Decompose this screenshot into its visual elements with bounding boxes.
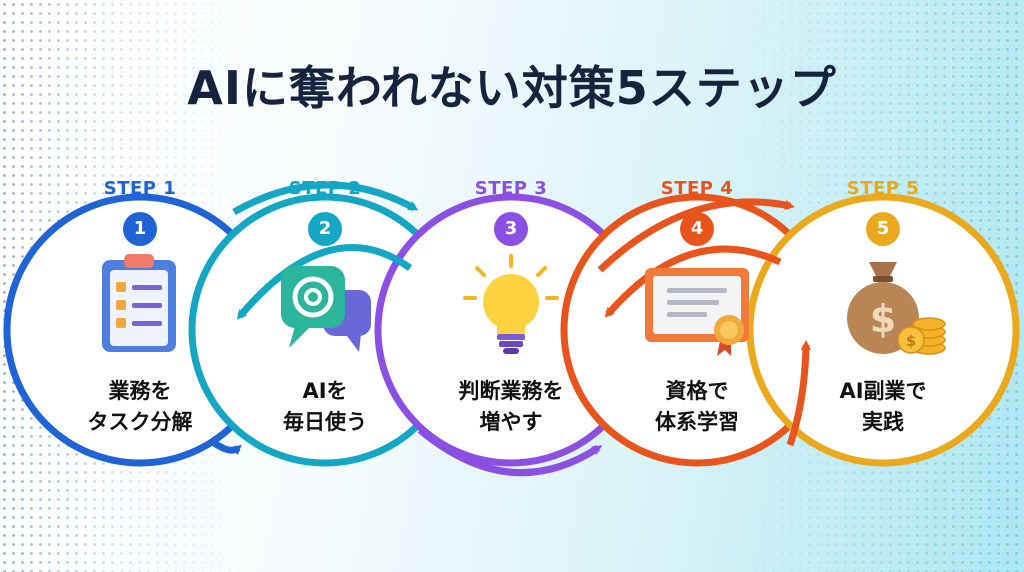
- clipboard-checklist-icon: [50, 252, 230, 362]
- step-5-label: STEP 5: [846, 178, 920, 199]
- page-title: AIに奪われない対策5ステップ: [187, 61, 837, 115]
- arrow-step2-inner: [236, 244, 413, 320]
- step-3-number: 3: [494, 212, 528, 246]
- step-4-number: 4: [680, 212, 714, 246]
- arrow-step4-top: [597, 198, 795, 273]
- lightbulb-icon: [421, 252, 601, 362]
- step-3-label: STEP 3: [474, 178, 548, 199]
- ai-chat-bubble-icon: [235, 252, 415, 362]
- arrow-step4-bottom: [786, 340, 811, 447]
- arrow-step2-top: [232, 181, 419, 216]
- arrow-step3-bottom: [417, 427, 603, 476]
- certificate-icon: [607, 252, 787, 362]
- step-1-number: 1: [123, 212, 157, 246]
- step-5-text: AI副業で実践: [839, 379, 927, 434]
- svg-text:$: $: [870, 297, 896, 341]
- step-1-text: 業務をタスク分解: [87, 379, 193, 434]
- step-1-label: STEP 1: [103, 178, 177, 199]
- step-2-label: STEP 2: [288, 178, 362, 199]
- step-2-text: AIを毎日使う: [283, 379, 367, 434]
- step-4-label: STEP 4: [660, 178, 734, 199]
- step-3-text: 判断業務を増やす: [458, 379, 564, 434]
- svg-text:$: $: [906, 332, 916, 350]
- step-4-text: 資格で体系学習: [655, 379, 739, 434]
- arrow-step4-inner: [604, 245, 782, 318]
- money-bag-icon: $ $: [793, 252, 973, 362]
- step-2-number: 2: [308, 212, 342, 246]
- step-5-number: 5: [866, 212, 900, 246]
- arrow-step1-bottom: [207, 437, 242, 456]
